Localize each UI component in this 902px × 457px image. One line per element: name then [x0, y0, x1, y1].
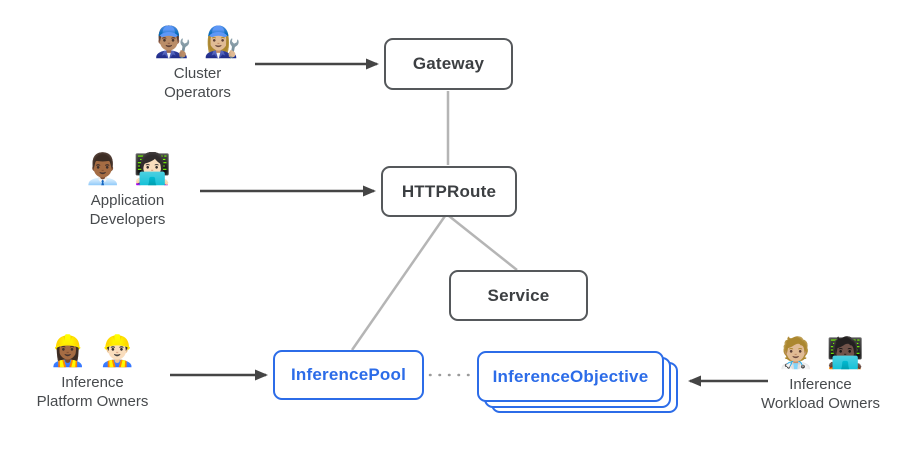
- actor-inference-workload-owners: 🧑🏼‍⚕️ 🧑🏿‍💻 Inference Workload Owners: [733, 337, 902, 414]
- application-developers-label: Application Developers: [89, 191, 166, 229]
- node-httproute: HTTPRoute: [381, 166, 517, 217]
- man-mechanic-emoji: 👨🏽‍🔧: [153, 26, 192, 59]
- woman-mechanic-emoji: 👩🏼‍🔧: [203, 26, 242, 59]
- actor-inference-platform-owners: 👷🏾‍♀️ 👷🏻‍♂️ Inference Platform Owners: [5, 335, 180, 412]
- health-worker-emoji: 🧑🏼‍⚕️: [776, 337, 815, 370]
- node-service: Service: [449, 270, 588, 321]
- woman-technologist-emoji: 👩🏻‍💻: [133, 153, 172, 186]
- node-inferenceobjective: InferenceObjective: [477, 351, 664, 402]
- node-gateway: Gateway: [384, 38, 513, 90]
- dark-skin-technologist-emoji: 🧑🏿‍💻: [826, 337, 865, 370]
- inference-platform-owners-icons: 👷🏾‍♀️ 👷🏻‍♂️: [47, 335, 138, 370]
- man-construction-worker-emoji: 👷🏻‍♂️: [98, 335, 137, 368]
- cluster-operators-label: Cluster Operators: [164, 64, 231, 102]
- connector-httproute-inferencepool: [350, 215, 447, 351]
- connector-httproute-service: [448, 215, 518, 271]
- actor-application-developers: 👨🏾‍💼 👩🏻‍💻 Application Developers: [40, 153, 215, 230]
- cluster-operators-icons: 👨🏽‍🔧 👩🏼‍🔧: [152, 26, 243, 61]
- inference-workload-owners-label: Inference Workload Owners: [761, 375, 880, 413]
- woman-construction-worker-emoji: 👷🏾‍♀️: [48, 335, 87, 368]
- inference-platform-owners-label: Inference Platform Owners: [36, 373, 149, 411]
- actor-cluster-operators: 👨🏽‍🔧 👩🏼‍🔧 Cluster Operators: [110, 26, 285, 103]
- application-developers-icons: 👨🏾‍💼 👩🏻‍💻: [82, 153, 173, 188]
- node-inferencepool: InferencePool: [273, 350, 424, 400]
- inference-workload-owners-icons: 🧑🏼‍⚕️ 🧑🏿‍💻: [775, 337, 866, 372]
- man-office-worker-emoji: 👨🏾‍💼: [83, 153, 122, 186]
